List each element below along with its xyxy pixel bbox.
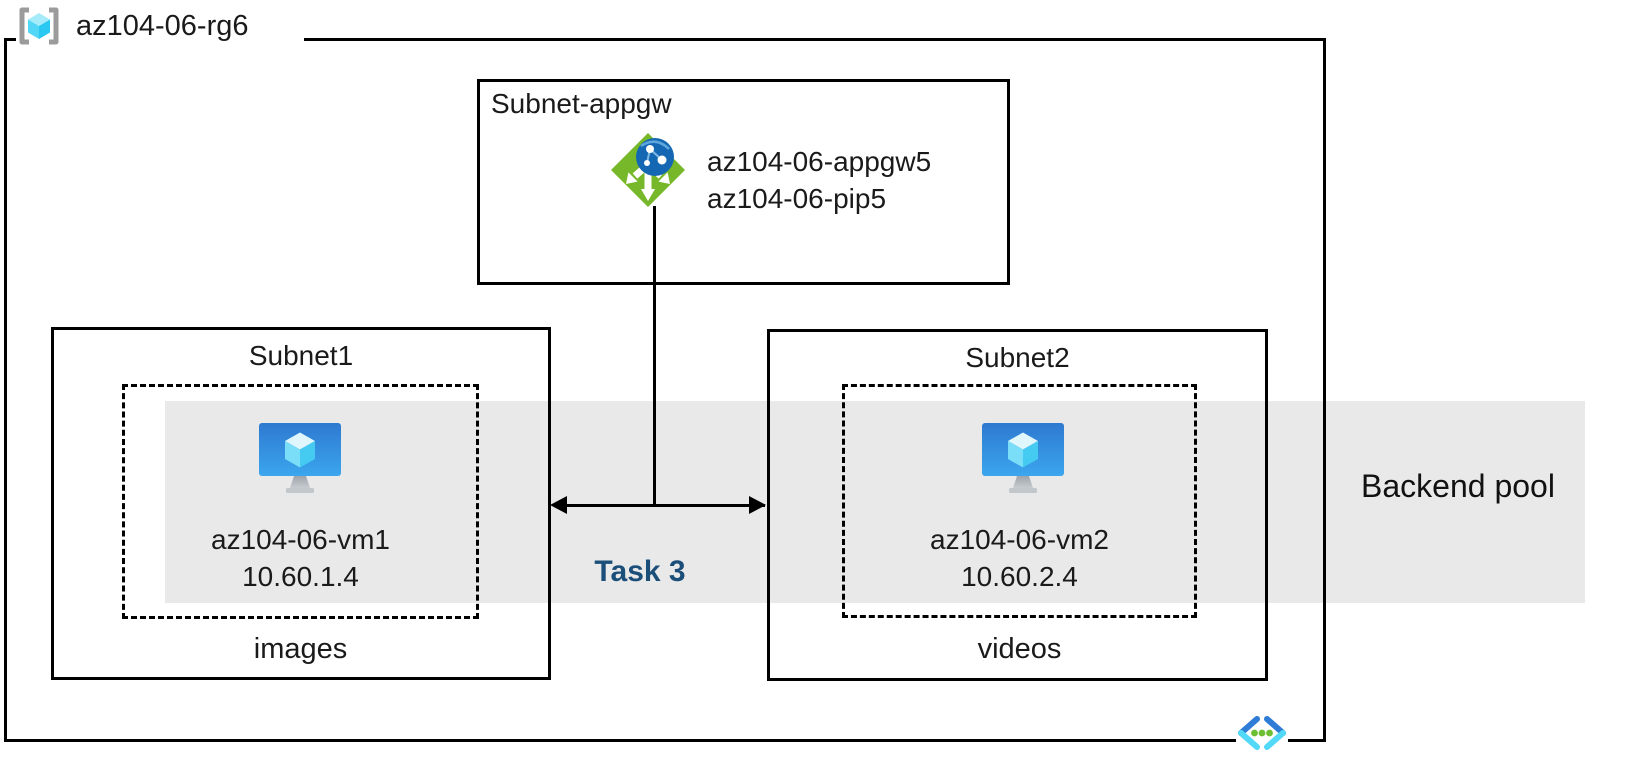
- subnet1-title: Subnet1: [248, 340, 354, 371]
- backend-pool-label: Backend pool: [1361, 468, 1555, 504]
- virtual-machine-icon: [259, 423, 341, 495]
- subnet-appgw-title: Subnet-appgw: [491, 88, 672, 119]
- vm1-ip-label: 10.60.1.4: [242, 561, 359, 592]
- subnet2-caption: videos: [977, 633, 1062, 665]
- appgw-connector-line: [653, 206, 656, 506]
- subnet1-box: Subnet1: [51, 327, 551, 680]
- subnet2-box: Subnet2: [767, 329, 1268, 681]
- vm1-labels: az104-06-vm1 10.60.1.4: [122, 521, 479, 595]
- resource-group-box: [4, 38, 1326, 742]
- resource-group-header: az104-06-rg6: [16, 4, 304, 48]
- task-label: Task 3: [594, 555, 686, 588]
- pip-name-label: az104-06-pip5: [707, 183, 887, 214]
- subnet1-caption: images: [253, 633, 348, 665]
- resource-group-label: az104-06-rg6: [76, 9, 249, 42]
- appgw-name-label: az104-06-appgw5: [707, 146, 932, 177]
- vm1-name-label: az104-06-vm1: [211, 524, 390, 555]
- vm2-ip-label: 10.60.2.4: [961, 561, 1078, 592]
- subnet2-title: Subnet2: [965, 342, 1070, 373]
- subnet2-dashed-box: [842, 384, 1197, 618]
- vm2-labels: az104-06-vm2 10.60.2.4: [842, 521, 1197, 595]
- right-arrowhead-icon: [749, 496, 766, 514]
- backend-pool-band: [165, 401, 1585, 603]
- subnet-appgw-box: [477, 79, 1010, 285]
- virtual-network-icon: [1236, 712, 1288, 754]
- subnet1-dashed-box: [122, 384, 479, 619]
- vm2-name-label: az104-06-vm2: [930, 524, 1109, 555]
- left-arrowhead-icon: [550, 496, 567, 514]
- virtual-machine-icon: [982, 423, 1064, 495]
- application-gateway-icon: [610, 132, 686, 208]
- backend-arrow-line: [560, 504, 765, 507]
- appgw-labels: az104-06-appgw5 az104-06-pip5: [707, 143, 931, 217]
- resource-group-icon: [16, 6, 62, 46]
